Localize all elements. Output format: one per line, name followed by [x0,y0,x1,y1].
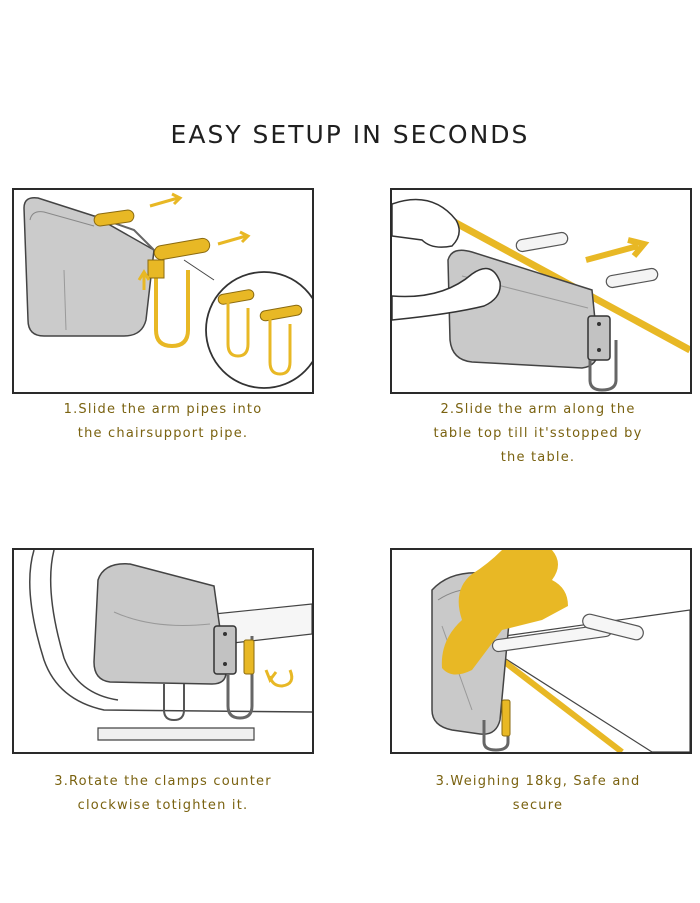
step-3-caption: 3.Rotate the clamps counter clockwise to… [0,770,326,818]
step-2-caption-line: the table. [500,450,576,465]
step-1-illustration [12,188,314,394]
page-title: EASY SETUP IN SECONDS [170,120,530,149]
step-2-caption-line: table top till it'sstopped by [433,426,643,441]
step-1-caption-line: the chairsupport pipe. [77,426,249,441]
step-2-caption: 2.Slide the arm along the table top till… [376,398,700,470]
step-3-caption-line: clockwise totighten it. [77,798,249,813]
step-4-caption-line: secure [512,798,564,813]
step-3-caption-line: 3.Rotate the clamps counter [54,774,272,789]
step-4-illustration [390,548,692,754]
step-3-illustration [12,548,314,754]
step-2-caption-line: 2.Slide the arm along the [440,402,636,417]
step-2-illustration [390,188,692,394]
step-1-caption-line: 1.Slide the arm pipes into [63,402,263,417]
step-1-caption: 1.Slide the arm pipes into the chairsupp… [0,398,326,446]
step-4-caption-line: 3.Weighing 18kg, Safe and [435,774,641,789]
step-4-caption: 3.Weighing 18kg, Safe and secure [376,770,700,818]
